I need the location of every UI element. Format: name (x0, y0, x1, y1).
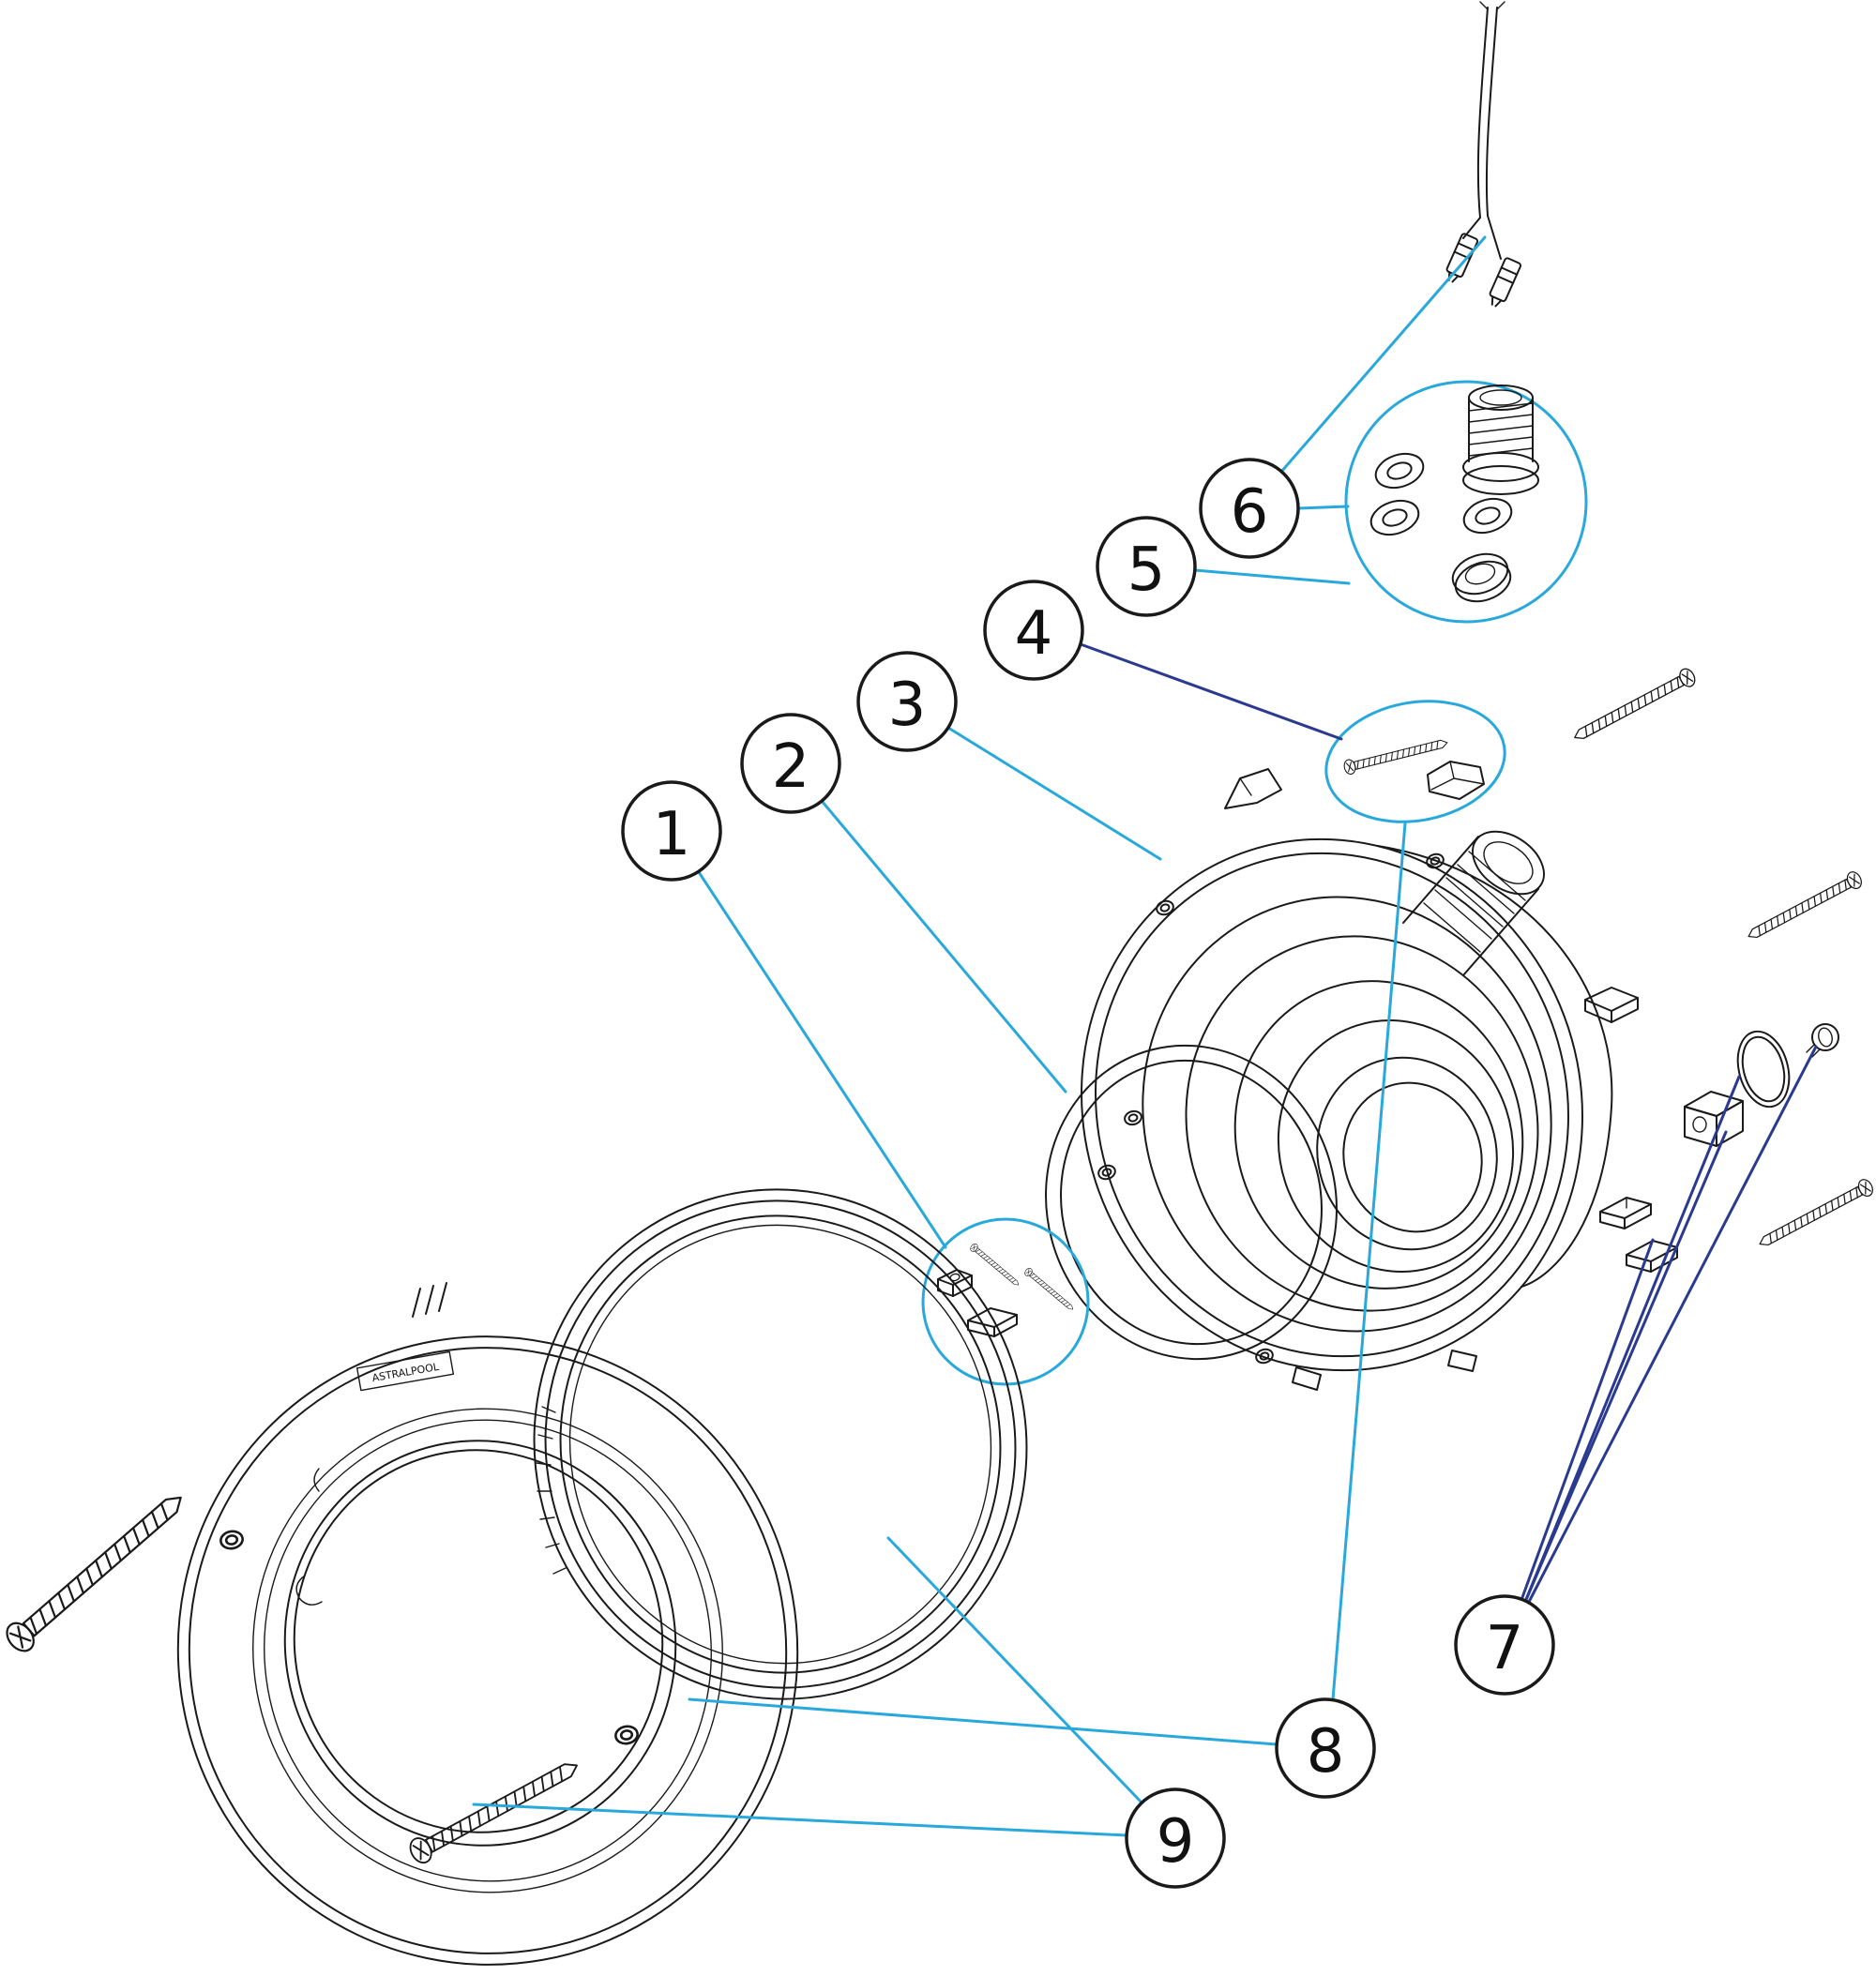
leader-7b (1523, 1130, 1728, 1604)
callout-5: 5 (1096, 516, 1197, 617)
leader-lines (472, 235, 1818, 1837)
callout-1-label: 1 (653, 800, 691, 869)
leader-9b (472, 1803, 1128, 1837)
leader-7a (1523, 1075, 1741, 1604)
right-small-parts (1584, 987, 1839, 1273)
leader-6b (1296, 505, 1350, 510)
callout-2: 2 (740, 713, 841, 814)
gland-washer (1459, 491, 1517, 540)
fixing-clip (1427, 761, 1485, 800)
gland-washer (1370, 446, 1429, 495)
callout-3-label: 3 (888, 671, 927, 740)
gland-detail (1344, 380, 1588, 624)
callout-3: 3 (856, 651, 958, 752)
conduit-thread (1402, 830, 1545, 976)
small-parts-detail (921, 1217, 1090, 1386)
callout-4-label: 4 (1015, 599, 1053, 669)
small-screw (1022, 1266, 1076, 1313)
niche-screws (1569, 665, 1876, 1253)
detail-balloon-circle (921, 1217, 1090, 1386)
wedge-bracket (1584, 987, 1639, 1023)
leader-7d (1520, 1238, 1655, 1602)
o-ring (1736, 1030, 1791, 1109)
callout-4: 4 (983, 580, 1084, 681)
gland-washer (1366, 493, 1424, 542)
leader-9a (886, 1536, 1143, 1804)
bezel-screw-bottom (405, 1753, 584, 1867)
callout-7: 7 (1454, 1594, 1555, 1696)
gasket-ring (1045, 1044, 1338, 1361)
callout-8-label: 8 (1307, 1717, 1345, 1787)
callout-6-label: 6 (1231, 477, 1269, 547)
callouts: 1 2 3 4 5 6 7 8 (621, 458, 1555, 1889)
leader-7c (1526, 1045, 1818, 1606)
niche-body (1081, 768, 1613, 1391)
leader-8a (688, 1697, 1278, 1746)
leader-4 (1079, 642, 1343, 741)
retaining-clip (1599, 1197, 1652, 1229)
callout-5-label: 5 (1127, 535, 1166, 605)
leader-1 (697, 870, 947, 1249)
cable-assembly (1442, 1, 1522, 310)
callout-1: 1 (621, 780, 722, 882)
leader-5 (1193, 568, 1351, 585)
cable-connector (1485, 256, 1522, 310)
screw (1744, 868, 1865, 945)
detail-balloon-circle (1344, 380, 1588, 624)
leader-6a (1279, 235, 1487, 474)
detail-balloon-ellipse (1324, 700, 1506, 823)
angle-clip (967, 1307, 1018, 1337)
callout-2-label: 2 (772, 732, 810, 802)
callout-9: 9 (1125, 1787, 1226, 1889)
screw (1569, 665, 1699, 747)
clip-screw-detail (1324, 700, 1506, 823)
gland-gasket (1451, 552, 1512, 603)
callout-6: 6 (1199, 458, 1300, 559)
callout-7-label: 7 (1486, 1614, 1524, 1683)
cable-connector (1442, 232, 1479, 286)
leader-8b (1331, 822, 1407, 1701)
leader-2 (820, 799, 1067, 1094)
trim-ring: ASTRALPOOL (176, 1282, 799, 1966)
dome-bolt (1806, 1023, 1839, 1058)
callout-9-label: 9 (1157, 1807, 1195, 1877)
lens (533, 1188, 1028, 1700)
cable-gland-nut (1462, 385, 1539, 495)
screw (1755, 1176, 1876, 1253)
callout-8: 8 (1275, 1697, 1376, 1799)
small-screw (968, 1242, 1021, 1289)
bezel-screw-left (0, 1485, 192, 1658)
fixing-screw (1342, 734, 1450, 777)
leader-3 (946, 726, 1162, 861)
block (1684, 1091, 1744, 1147)
